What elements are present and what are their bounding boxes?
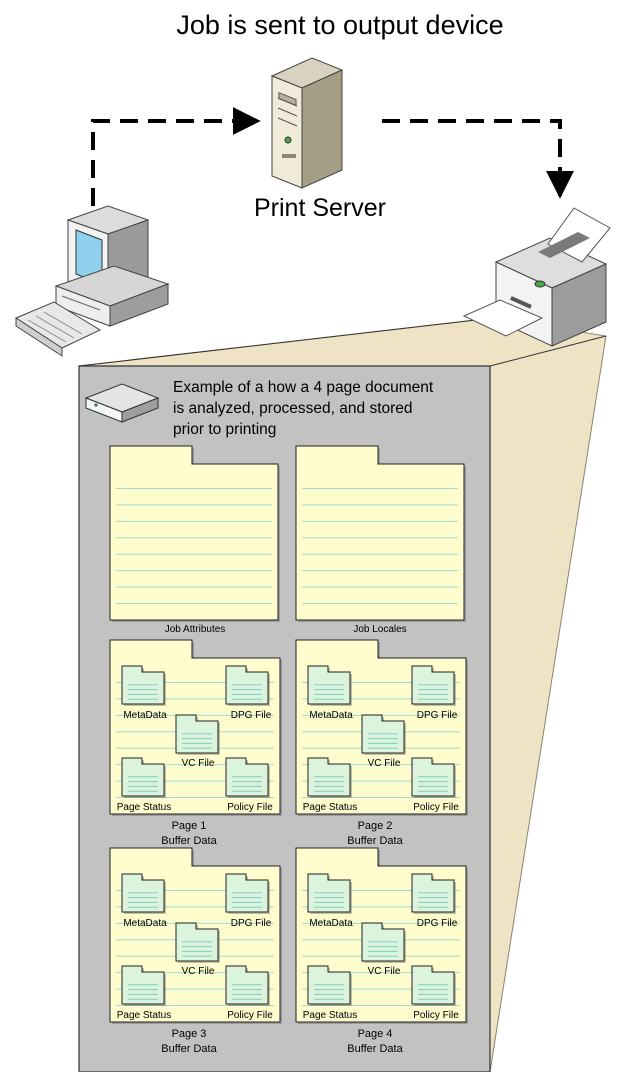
metadata-label: MetaData [123,710,167,721]
file-folder-icon [412,874,456,914]
file-folder-icon [362,923,406,963]
note-line-1: Example of a how a 4 page document [173,379,434,396]
page-3-label: Page 3 [172,1028,207,1040]
file-folder-icon [122,758,166,798]
page-2-label: Page 2 [358,820,393,832]
page-1-sub-label: Buffer Data [161,835,217,847]
page-4-label: Page 4 [358,1028,393,1040]
metadata-label: MetaData [123,918,167,929]
file-folder-icon [308,966,352,1006]
metadata-label: MetaData [309,918,353,929]
status-label: Page Status [117,1010,171,1021]
page-2-sub-label: Buffer Data [347,835,403,847]
file-folder-icon [226,666,270,706]
file-folder-icon [362,715,406,755]
status-label: Page Status [303,802,357,813]
file-folder-icon [122,666,166,706]
file-folder-icon [122,966,166,1006]
metadata-label: MetaData [309,710,353,721]
flow-arrow-to-server [93,121,258,206]
vc-label: VC File [182,758,215,769]
computer-icon [16,206,168,356]
page-3-sub-label: Buffer Data [161,1043,217,1055]
dpg-label: DPG File [231,710,272,721]
file-folder-icon [176,715,220,755]
status-label: Page Status [117,802,171,813]
dpg-label: DPG File [417,710,458,721]
file-folder-icon [412,758,456,798]
file-folder-icon [308,666,352,706]
note-line-2: is analyzed, processed, and stored [173,400,413,417]
policy-label: Policy File [227,1010,273,1021]
page-1-label: Page 1 [172,820,207,832]
flow-arrow-to-printer [382,121,560,196]
file-folder-icon [226,758,270,798]
file-folder-icon [308,758,352,798]
vc-label: VC File [182,966,215,977]
file-folder-icon [122,874,166,914]
file-folder-icon [412,666,456,706]
policy-label: Policy File [413,802,459,813]
vc-label: VC File [368,758,401,769]
dpg-label: DPG File [231,918,272,929]
printer-icon [464,208,610,346]
file-folder-icon [226,966,270,1006]
file-folder-icon [308,874,352,914]
job-locales-label: Job Locales [353,624,406,635]
folder-icon [110,446,280,622]
status-label: Page Status [303,1010,357,1021]
file-folder-icon [176,923,220,963]
dpg-label: DPG File [417,918,458,929]
job-attributes-label: Job Attributes [165,624,226,635]
page-4-sub-label: Buffer Data [347,1043,403,1055]
policy-label: Policy File [227,802,273,813]
server-label: Print Server [254,194,386,222]
vc-label: VC File [368,966,401,977]
diagram-title: Job is sent to output device [176,10,503,40]
file-folder-icon [226,874,270,914]
note-line-3: prior to printing [173,421,276,438]
folder-icon [296,446,466,622]
file-folder-icon [412,966,456,1006]
policy-label: Policy File [413,1010,459,1021]
server-icon [272,58,342,188]
